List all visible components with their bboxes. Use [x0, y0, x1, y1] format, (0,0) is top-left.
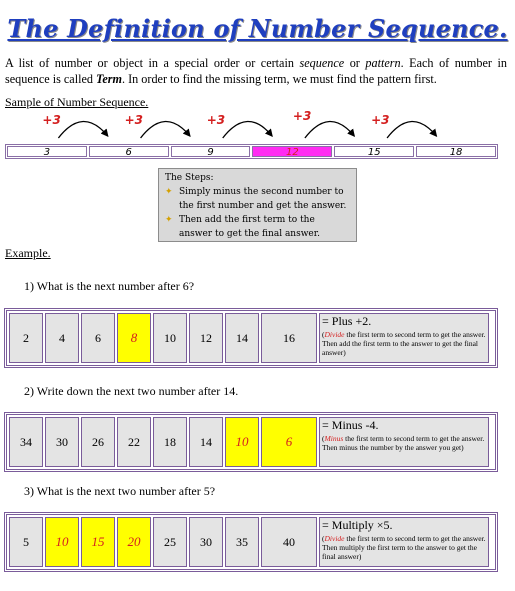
term-cell: 2	[9, 313, 43, 363]
increment-arrow	[386, 120, 438, 139]
rule-explanation: (Minus the first term to second term to …	[322, 434, 485, 452]
rule-explanation: (Divide the first term to second term to…	[322, 330, 486, 357]
star-bullet-icon: ✦	[165, 187, 173, 197]
increment-arrow	[304, 120, 356, 139]
steps-title: The Steps:	[165, 173, 214, 183]
sequence-term: 18	[416, 146, 496, 158]
page-title: The Definition of Number Sequence.	[7, 14, 508, 43]
increment-label: +3	[207, 113, 225, 127]
intro-paragraph: A list of number or object in a special …	[5, 56, 507, 86]
sequence-term: 12	[252, 146, 333, 158]
step-item: ✦Simply minus the second number to the f…	[165, 187, 347, 211]
term-cell: 10	[153, 313, 187, 363]
sequence-term: 3	[7, 146, 87, 158]
question-1-label: 1) What is the next number after 6?	[24, 279, 195, 293]
sequence-term: 6	[88, 146, 169, 158]
term-cell: 30	[45, 417, 79, 467]
sequence-term: 9	[170, 146, 251, 158]
term-cell: 5	[9, 517, 43, 567]
term-cell: 22	[117, 417, 151, 467]
increment-arrow	[140, 120, 191, 139]
term-cell: 26	[81, 417, 115, 467]
rule-explanation: (Divide the first term to second term to…	[322, 534, 486, 561]
term-cell: 14	[225, 313, 259, 363]
example-heading: Example.	[5, 246, 51, 260]
answer-cell: 15	[81, 517, 115, 567]
term-cell: 4	[45, 313, 79, 363]
term-cell: 35	[225, 517, 259, 567]
star-bullet-icon: ✦	[165, 215, 173, 225]
term-cell: 30	[189, 517, 223, 567]
sample-heading: Sample of Number Sequence.	[5, 95, 149, 109]
term-cell: 40	[261, 517, 317, 567]
answer-cell: 8	[117, 313, 151, 363]
question-2-label: 2) Write down the next two number after …	[24, 384, 239, 398]
answer-cell: 20	[117, 517, 151, 567]
rule-note: = Multiply ×5. (Divide the first term to …	[319, 517, 489, 567]
steps-box: The Steps: ✦Simply minus the second numb…	[158, 168, 357, 242]
rule-label: = Multiply ×5.	[322, 518, 393, 532]
step-item: ✦Then add the first term to the answer t…	[165, 215, 320, 239]
sequence-term: 15	[334, 146, 415, 158]
term-cell: 6	[81, 313, 115, 363]
rule-note: = Plus +2. (Divide the first term to seco…	[319, 313, 489, 363]
term-cell: 34	[9, 417, 43, 467]
rule-note: = Minus -4. (Minus the first term to seco…	[319, 417, 489, 467]
rule-label: = Plus +2.	[322, 314, 372, 328]
increment-arrows: +3 +3 +3 +3 +3	[42, 109, 438, 139]
increment-label: +3	[293, 109, 311, 123]
answer-cell: 10	[45, 517, 79, 567]
increment-label: +3	[42, 113, 60, 127]
increment-label: +3	[371, 113, 389, 127]
term-cell: 25	[153, 517, 187, 567]
rule-label: = Minus -4.	[322, 418, 379, 432]
answer-cell: 6	[261, 417, 317, 467]
increment-arrow	[57, 120, 109, 139]
increment-arrow	[222, 120, 273, 139]
answer-cell: 10	[225, 417, 259, 467]
question-3-label: 3) What is the next two number after 5?	[24, 484, 216, 498]
term-cell: 12	[189, 313, 223, 363]
term-cell: 14	[189, 417, 223, 467]
increment-label: +3	[125, 113, 143, 127]
term-cell: 16	[261, 313, 317, 363]
term-cell: 18	[153, 417, 187, 467]
